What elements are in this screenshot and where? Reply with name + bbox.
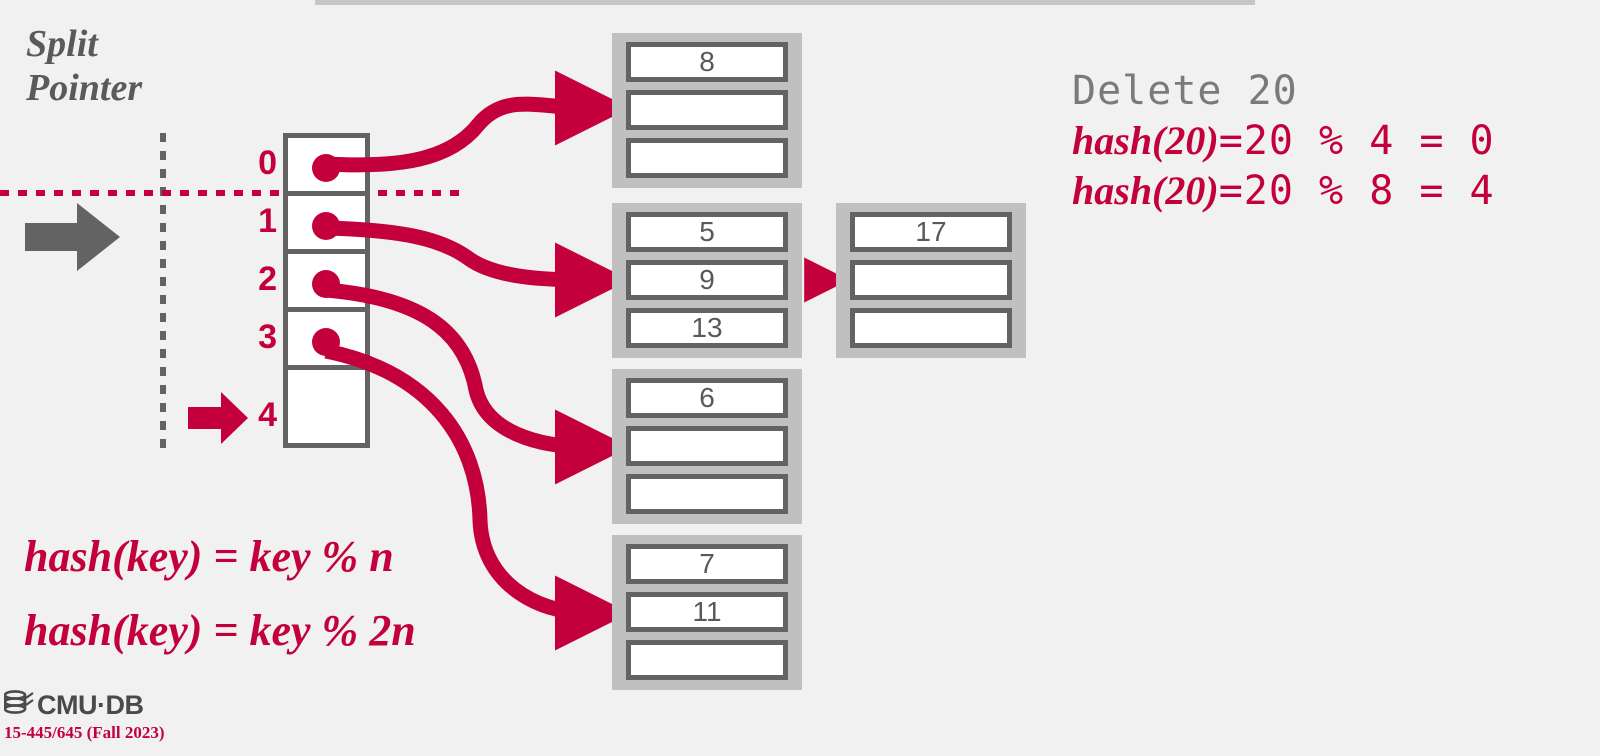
split-pointer-label-line1: Split xyxy=(26,23,98,65)
bucket-0-slot-0[interactable]: 8 xyxy=(626,42,788,82)
split-pointer-gray-arrow-icon xyxy=(25,203,120,271)
bucket-0-slot-1[interactable] xyxy=(626,90,788,130)
operation-line-2-eq: = xyxy=(1218,168,1244,214)
operation-line-1-eq: = xyxy=(1218,118,1244,164)
directory-pointer-dot xyxy=(312,328,340,356)
directory-slot-0[interactable] xyxy=(288,138,365,196)
operation-line-1-expr: 20 % 4 = 0 xyxy=(1243,118,1495,164)
bucket-2-slot-0[interactable]: 6 xyxy=(626,378,788,418)
operation-panel: Delete 20 hash(20)=20 % 4 = 0 hash(20)=2… xyxy=(1072,66,1495,216)
bucket-0[interactable]: 8 xyxy=(612,33,802,188)
directory-index-4: 4 xyxy=(258,396,277,434)
bucket-3-slot-1[interactable]: 11 xyxy=(626,592,788,632)
split-pointer-label: Split Pointer xyxy=(26,22,256,110)
bucket-2-slot-1[interactable] xyxy=(626,426,788,466)
operation-line-1: hash(20)=20 % 4 = 0 xyxy=(1072,116,1495,166)
directory-slot-3[interactable] xyxy=(288,312,365,370)
directory-index-1: 1 xyxy=(258,202,277,240)
bucket-1-slot-1[interactable]: 9 xyxy=(626,260,788,300)
directory-slot-1[interactable] xyxy=(288,196,365,254)
bucket-3-slot-2[interactable] xyxy=(626,640,788,680)
directory-pointer-dot xyxy=(312,154,340,182)
hash-formula-2: hash(key) = key % 2n xyxy=(24,606,416,655)
hash-directory[interactable] xyxy=(283,133,370,448)
bucket-1[interactable]: 5 9 13 xyxy=(612,203,802,358)
cmu-db-logo-text: CMU·DB xyxy=(37,689,144,720)
overflow-bucket-1-slot-1[interactable] xyxy=(850,260,1012,300)
bucket-0-slot-2[interactable] xyxy=(626,138,788,178)
hash-formula-1: hash(key) = key % n xyxy=(24,532,394,581)
bucket-1-slot-2[interactable]: 13 xyxy=(626,308,788,348)
bucket-2-slot-2[interactable] xyxy=(626,474,788,514)
overflow-bucket-1[interactable]: 17 xyxy=(836,203,1026,358)
overflow-bucket-1-slot-2[interactable] xyxy=(850,308,1012,348)
operation-line-1-fn: hash(20) xyxy=(1072,118,1219,163)
split-pointer-dotted-line xyxy=(0,190,460,196)
split-guide-dashed-line xyxy=(160,133,166,451)
directory-slot-2[interactable] xyxy=(288,254,365,312)
operation-line-2: hash(20)=20 % 8 = 4 xyxy=(1072,166,1495,216)
directory-index-0: 0 xyxy=(258,144,277,182)
directory-pointer-dot xyxy=(312,270,340,298)
directory-slot-4[interactable] xyxy=(288,370,365,428)
bucket-3-slot-0[interactable]: 7 xyxy=(626,544,788,584)
course-label: 15-445/645 (Fall 2023) xyxy=(4,723,165,742)
new-slot-arrow-icon xyxy=(188,392,248,444)
bucket-1-slot-0[interactable]: 5 xyxy=(626,212,788,252)
operation-line-2-expr: 20 % 8 = 4 xyxy=(1243,168,1495,214)
split-pointer-label-line2: Pointer xyxy=(26,67,143,109)
directory-pointer-dot xyxy=(312,212,340,240)
bucket-3[interactable]: 7 11 xyxy=(612,535,802,690)
operation-line-2-fn: hash(20) xyxy=(1072,168,1219,213)
bucket-2[interactable]: 6 xyxy=(612,369,802,524)
overflow-bucket-1-slot-0[interactable]: 17 xyxy=(850,212,1012,252)
operation-title: Delete 20 xyxy=(1072,68,1298,114)
footer: CMU·DB 15-445/645 (Fall 2023) xyxy=(3,689,165,743)
directory-index-2: 2 xyxy=(258,260,277,298)
directory-index-3: 3 xyxy=(258,318,277,356)
progress-bar xyxy=(315,0,1255,5)
hash-formulas: hash(key) = key % n hash(key) = key % 2n xyxy=(24,520,416,668)
database-cylinder-icon xyxy=(3,689,34,721)
